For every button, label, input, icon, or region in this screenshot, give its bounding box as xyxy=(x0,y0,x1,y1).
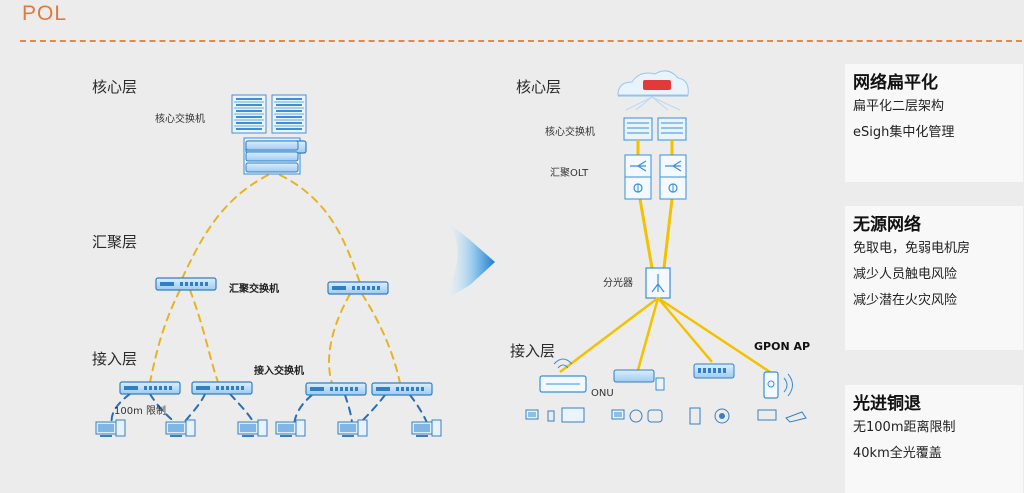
onu-router-icon xyxy=(539,358,587,393)
title-divider xyxy=(20,40,1022,42)
gpon-ap-label: GPON AP xyxy=(754,340,811,353)
phone-icon xyxy=(547,410,555,422)
pc-icon xyxy=(411,419,442,438)
benefit-line: 免取电，免弱电机房 xyxy=(853,241,971,256)
olt-b-icon xyxy=(659,154,687,200)
benefit-heading: 光进铜退 xyxy=(853,394,921,414)
access-switch-icon xyxy=(613,369,665,391)
page-title: POL xyxy=(22,2,68,25)
camera-icon xyxy=(629,409,643,423)
benefit-panel-flat: 网络扁平化 扁平化二层架构 eSigh集中化管理 xyxy=(845,64,1023,182)
right-access-layer-label: 接入层 xyxy=(510,342,556,360)
splitter-drops xyxy=(559,296,771,374)
left-agg-switch-a-icon xyxy=(155,277,217,291)
left-access-switch-label: 接入交换机 xyxy=(254,366,304,377)
left-access-switch-1-icon xyxy=(119,381,181,395)
left-core-layer-label: 核心层 xyxy=(92,78,138,96)
onu-label: ONU xyxy=(591,388,614,399)
pc-icon xyxy=(165,419,196,438)
right-core-switch-label: 核心交换机 xyxy=(545,127,595,138)
gpon-ap-icon xyxy=(763,371,793,399)
right-core-layer-label: 核心层 xyxy=(516,78,562,96)
pc-icon xyxy=(95,419,126,438)
left-agg-layer-label: 汇聚层 xyxy=(92,233,138,251)
distance-limit-label: 100m 限制 xyxy=(114,406,167,417)
left-access-switch-3-icon xyxy=(305,382,367,396)
panel-icon xyxy=(689,407,701,425)
benefit-line: eSigh集中化管理 xyxy=(853,125,955,140)
right-fiber-links xyxy=(636,140,674,269)
server-icon xyxy=(611,409,625,420)
left-terminal-pcs xyxy=(95,419,442,438)
pc-icon xyxy=(275,419,306,438)
left-access-switch-4-icon xyxy=(371,382,433,396)
left-agg-switch-label: 汇聚交换机 xyxy=(229,284,279,295)
splitter-icon xyxy=(645,267,671,299)
splitter-label: 分光器 xyxy=(603,278,633,289)
benefit-heading: 网络扁平化 xyxy=(853,73,938,93)
terminal-icons xyxy=(525,407,807,425)
benefit-line: 40km全光覆盖 xyxy=(853,446,942,461)
pc-icon xyxy=(337,419,368,438)
cloud-icon xyxy=(617,70,689,111)
cctv-icon xyxy=(785,411,807,423)
left-core-switch-label: 核心交换机 xyxy=(155,114,205,125)
benefit-line: 减少潜在火灾风险 xyxy=(853,293,958,308)
olt-a-icon xyxy=(624,154,652,200)
transition-arrow-icon xyxy=(445,220,495,300)
tv-icon xyxy=(561,407,585,423)
right-core-switch-icon xyxy=(623,117,687,141)
car-icon xyxy=(647,409,663,423)
benefit-panel-passive: 无源网络 免取电，免弱电机房 减少人员触电风险 减少潜在火灾风险 xyxy=(845,206,1023,350)
gear-icon xyxy=(714,408,730,424)
poe-switch-icon xyxy=(693,363,735,379)
printer-icon xyxy=(757,409,777,421)
left-core-switch-icon xyxy=(231,94,307,175)
agg-olt-label: 汇聚OLT xyxy=(550,168,589,179)
left-access-switch-2-icon xyxy=(191,381,253,395)
pc-icon xyxy=(237,419,268,438)
benefit-line: 扁平化二层架构 xyxy=(853,99,945,114)
benefit-line: 无100m距离限制 xyxy=(853,420,956,435)
benefit-panel-fiber: 光进铜退 无100m距离限制 40km全光覆盖 xyxy=(845,385,1023,493)
left-agg-switch-b-icon xyxy=(327,281,389,295)
left-access-layer-label: 接入层 xyxy=(92,350,138,368)
benefit-line: 减少人员触电风险 xyxy=(853,267,958,282)
benefit-heading: 无源网络 xyxy=(853,215,921,235)
pc-icon xyxy=(525,409,539,420)
